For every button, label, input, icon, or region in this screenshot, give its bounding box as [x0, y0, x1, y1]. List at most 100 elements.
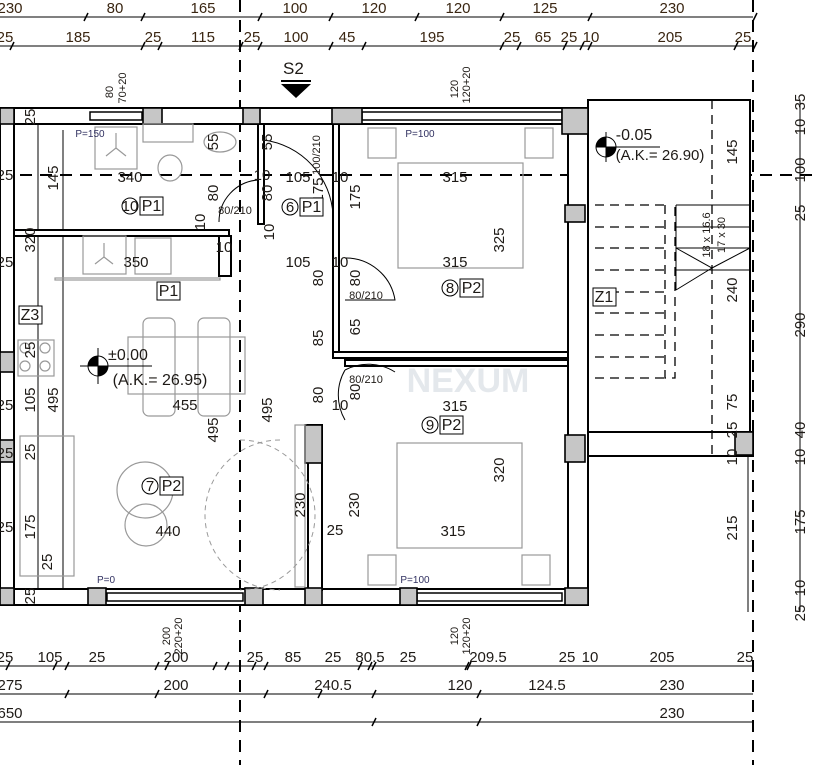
dimension-label: 25	[0, 167, 13, 184]
dimension-label: 195	[419, 29, 444, 46]
dimension-label: 215	[724, 515, 741, 540]
staircase	[595, 100, 751, 455]
dimension-label: 10	[582, 649, 599, 666]
room-number-circle	[141, 477, 159, 495]
dimension-label: 40	[792, 422, 809, 439]
dimension-label: 115	[191, 29, 215, 46]
dimension-label: 124.5	[528, 677, 566, 694]
dimension-label: 10	[792, 580, 809, 597]
tag-label: Z3	[21, 307, 40, 324]
dimension-label: 10	[792, 119, 809, 136]
dimension-label: 10	[261, 224, 278, 241]
dimension-label: 55	[205, 134, 222, 151]
floor-type-box	[299, 197, 324, 217]
dimension-label: 320	[491, 457, 508, 482]
dimension-label: 25	[22, 444, 39, 461]
door-size-label: 80/210	[218, 205, 252, 217]
parapet-label: P=150	[75, 129, 105, 140]
dimension-label: 25	[792, 605, 809, 622]
dimension-label: 25	[0, 254, 13, 271]
dimension-label: 35	[792, 94, 809, 111]
room-number-circle	[421, 416, 439, 434]
dimension-label: 25	[737, 649, 754, 666]
dimension-label: 100	[792, 157, 809, 182]
dimension-label: 230	[292, 492, 309, 517]
dimension-label: 65	[535, 29, 552, 46]
room-number: 7	[146, 478, 154, 495]
dimension-label: 315	[442, 254, 467, 271]
dimension-label: 25	[735, 29, 752, 46]
dimension-label: 10	[216, 239, 233, 256]
floor-type-box	[139, 196, 164, 216]
floor-type-label: P1	[302, 199, 322, 216]
dimension-label: 80	[259, 185, 276, 202]
dimension-label: 10	[583, 29, 600, 46]
stair-treads-label: 17 x 30	[716, 217, 728, 253]
dimension-label: 230	[659, 677, 684, 694]
floor-type-label: P1	[159, 283, 179, 300]
dimension-label: 230	[659, 705, 684, 722]
dimension-label: 80	[205, 185, 222, 202]
dimension-label: 10	[792, 449, 809, 466]
dimension-label: 105	[22, 387, 39, 412]
dimension-label: 315	[442, 169, 467, 186]
dimension-label: 85	[310, 330, 327, 347]
dimension-label: 145	[724, 139, 741, 164]
dimension-label: 455	[172, 397, 197, 414]
dimension-label: 25	[561, 29, 578, 46]
dimension-label: 25	[0, 649, 13, 666]
level-absolute: (A.K.= 26.90)	[616, 147, 705, 164]
dimension-label: 25	[0, 519, 13, 536]
floor-type-box	[156, 281, 181, 301]
dimension-label: 240.5	[314, 677, 352, 694]
window-height-label: 120+20	[461, 617, 473, 654]
floor-type-box	[459, 278, 484, 298]
room-number-circle	[441, 279, 459, 297]
dimension-label: 105	[37, 649, 62, 666]
dimension-label: 25	[0, 445, 13, 462]
door-swings	[204, 139, 396, 591]
dimension-label: 25	[559, 649, 576, 666]
dimension-label: 145	[45, 165, 62, 190]
dimension-label: 240	[724, 277, 741, 302]
door-size-label: 100/210	[311, 135, 323, 175]
furniture	[17, 123, 554, 588]
dimension-label: 10	[724, 449, 741, 466]
room-number: 6	[286, 199, 294, 216]
dimension-label: 80.5	[355, 649, 384, 666]
dimension-label: 175	[310, 177, 327, 202]
dimension-label: 350	[123, 254, 148, 271]
window-width-label: 120	[449, 627, 461, 645]
dimension-label: 75	[724, 394, 741, 411]
dimension-label: 320	[22, 227, 39, 252]
window-height-label: 220+20	[173, 617, 185, 654]
dimension-label: 65	[347, 319, 364, 336]
dimension-label: 340	[117, 169, 142, 186]
floor-type-label: P2	[442, 417, 462, 434]
floor-type-label: P2	[462, 280, 482, 297]
dimension-label: 25	[0, 397, 13, 414]
dimension-label: 25	[145, 29, 162, 46]
dimension-label: 175	[792, 509, 809, 534]
dimension-label: 80	[310, 270, 327, 287]
dimension-label: 325	[491, 227, 508, 252]
dimension-label: 80	[107, 0, 124, 17]
window-width-label: 200	[161, 627, 173, 645]
dimension-label: 25	[327, 522, 344, 539]
section-marker: S2	[281, 59, 311, 98]
room-number: 9	[426, 417, 434, 434]
dimension-label: 25	[792, 205, 809, 222]
dimension-label: 495	[205, 417, 222, 442]
dimension-label: 25	[244, 29, 261, 46]
level-value: -0.05	[616, 127, 653, 144]
window-height-label: 70+20	[117, 73, 129, 104]
room-number-circle	[121, 197, 139, 215]
dimension-label: 200	[163, 649, 188, 666]
floor-type-box	[159, 476, 184, 496]
dimension-label: 25	[22, 342, 39, 359]
tag-box	[592, 287, 617, 307]
section-marker-label: S2	[283, 59, 304, 78]
dimension-label: 25	[39, 554, 56, 571]
dimension-label: 120	[447, 677, 472, 694]
